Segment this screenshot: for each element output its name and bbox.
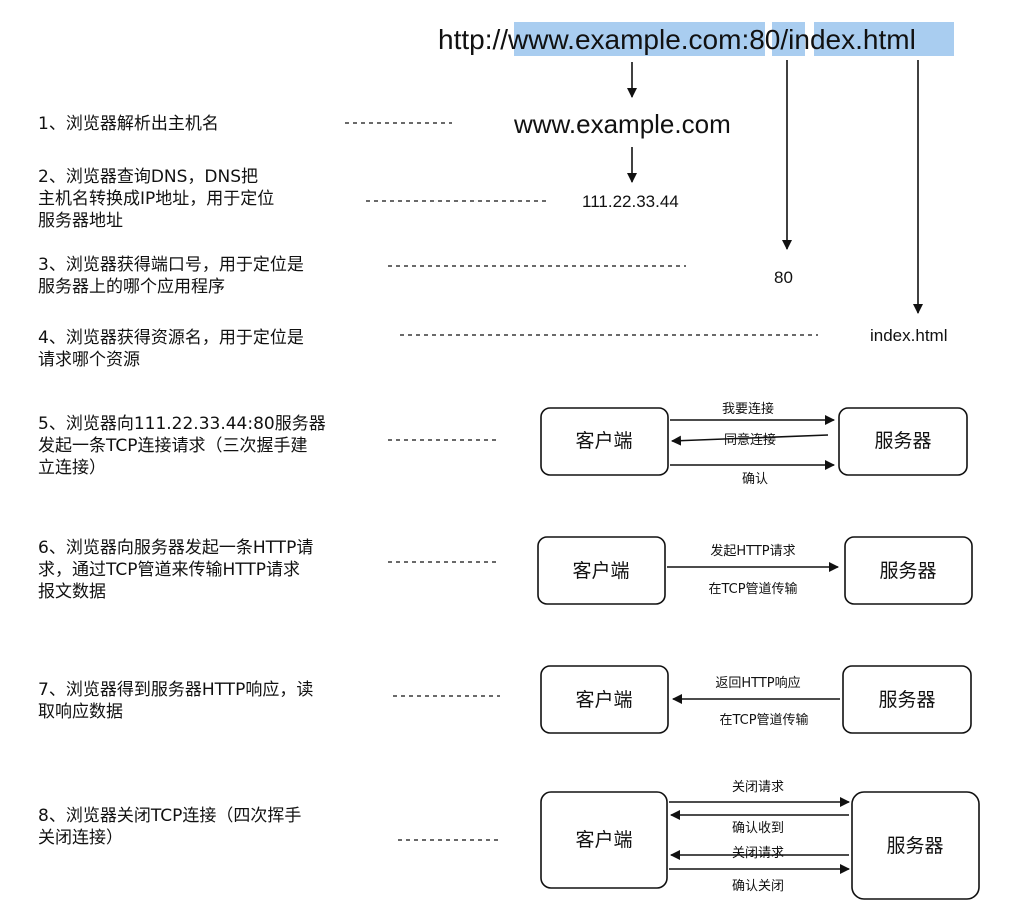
step-7-text: 7、浏览器得到服务器HTTP响应，读 取响应数据 xyxy=(38,680,314,722)
client-box-6 xyxy=(537,536,666,605)
label-synack: 同意连接 xyxy=(724,432,776,448)
url-host-highlight xyxy=(514,22,765,56)
client-box-5 xyxy=(540,407,669,476)
url-colon: : xyxy=(741,24,749,55)
client-label-5: 客户端 xyxy=(575,430,632,452)
server-label-6: 服务器 xyxy=(879,560,936,582)
client-box-7 xyxy=(540,665,669,734)
step-5-text: 5、浏览器向111.22.33.44:80服务器 发起一条TCP连接请求（三次握… xyxy=(38,414,326,478)
label-ack1: 确认收到 xyxy=(732,821,784,836)
server-label-8: 服务器 xyxy=(886,835,943,857)
server-box-6 xyxy=(844,536,973,605)
parsed-hostname: www.example.com xyxy=(513,109,731,139)
client-label-6: 客户端 xyxy=(572,560,629,582)
label-fin1: 关闭请求 xyxy=(732,780,784,795)
label-ack2: 确认关闭 xyxy=(732,879,784,894)
parsed-ip: 111.22.33.44 xyxy=(582,192,679,211)
client-label-8: 客户端 xyxy=(575,829,632,851)
server-label-7: 服务器 xyxy=(878,689,935,711)
url-scheme: http:// xyxy=(438,24,508,55)
label-request: 发起HTTP请求 xyxy=(710,543,795,559)
url-text: http://www.example.com:80/index.html xyxy=(438,24,916,55)
label-request-via: 在TCP管道传输 xyxy=(708,581,797,597)
step-1-text: 1、浏览器解析出主机名 xyxy=(38,114,219,134)
url-host: www.example.com xyxy=(507,24,741,55)
parsed-resource: index.html xyxy=(870,326,947,345)
client-label-7: 客户端 xyxy=(575,689,632,711)
step-2-text: 2、浏览器查询DNS，DNS把 主机名转换成IP地址，用于定位 服务器地址 xyxy=(38,167,275,231)
url-path: /index.html xyxy=(780,24,915,55)
server-box-8 xyxy=(851,791,980,900)
label-fin2: 关闭请求 xyxy=(732,846,784,861)
step-4-text: 4、浏览器获得资源名，用于定位是 请求哪个资源 xyxy=(38,328,304,370)
label-ack: 确认 xyxy=(742,472,768,487)
label-response-via: 在TCP管道传输 xyxy=(719,712,808,728)
label-response: 返回HTTP响应 xyxy=(715,675,800,691)
step-3-text: 3、浏览器获得端口号，用于定位是 服务器上的哪个应用程序 xyxy=(38,255,304,297)
server-label-5: 服务器 xyxy=(874,430,931,452)
url-port: 80 xyxy=(749,24,780,55)
step-6-text: 6、浏览器向服务器发起一条HTTP请 求，通过TCP管道来传输HTTP请求 报文… xyxy=(38,538,314,602)
server-box-7 xyxy=(842,665,972,734)
url-port-highlight xyxy=(772,22,805,56)
url-path-highlight xyxy=(814,22,954,56)
arrow-synack xyxy=(671,434,829,446)
parsed-port: 80 xyxy=(774,268,793,287)
label-syn: 我要连接 xyxy=(722,401,774,417)
step-8-text: 8、浏览器关闭TCP连接（四次挥手 关闭连接） xyxy=(38,806,302,848)
client-box-8 xyxy=(540,791,668,889)
server-box-5 xyxy=(838,407,968,476)
